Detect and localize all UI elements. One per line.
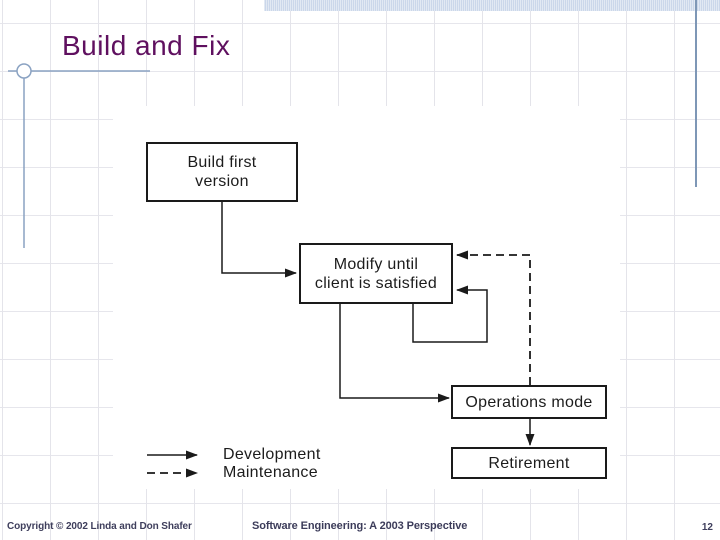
flow-box-label-line: client is satisfied <box>314 274 438 292</box>
circle-ornament-icon <box>16 63 32 79</box>
solid-arrow-icon <box>147 450 198 460</box>
flow-box-retirement: Retirement <box>451 447 607 479</box>
legend-label-maintenance: Maintenance <box>223 464 318 481</box>
flow-box-build-first-version: Build first version <box>146 142 298 202</box>
top-accent-band <box>264 0 720 11</box>
flow-box-label-line: Build first <box>187 154 257 171</box>
flow-box-modify-until-satisfied: Modify until client is satisfied <box>299 243 453 304</box>
title-underline-ornament <box>8 63 150 248</box>
flow-box-label-line: Operations mode <box>465 393 593 411</box>
footer-book-title: Software Engineering: A 2003 Perspective <box>252 520 468 532</box>
right-accent-line <box>695 0 697 187</box>
footer-copyright: Copyright © 2002 Linda and Don Shafer <box>7 521 192 532</box>
footer-page-number: 12 <box>701 522 713 533</box>
legend-item-development: Development <box>145 446 321 464</box>
flow-box-label-line: Retirement <box>488 454 570 472</box>
legend-item-maintenance: Maintenance <box>145 464 318 482</box>
flow-box-label-line: Modify until <box>333 255 419 273</box>
page-title: Build and Fix <box>62 30 231 61</box>
dashed-arrow-icon <box>147 468 198 478</box>
flow-box-operations-mode: Operations mode <box>451 385 607 419</box>
flow-box-label-line: version <box>195 173 249 190</box>
legend-label-development: Development <box>223 446 321 463</box>
